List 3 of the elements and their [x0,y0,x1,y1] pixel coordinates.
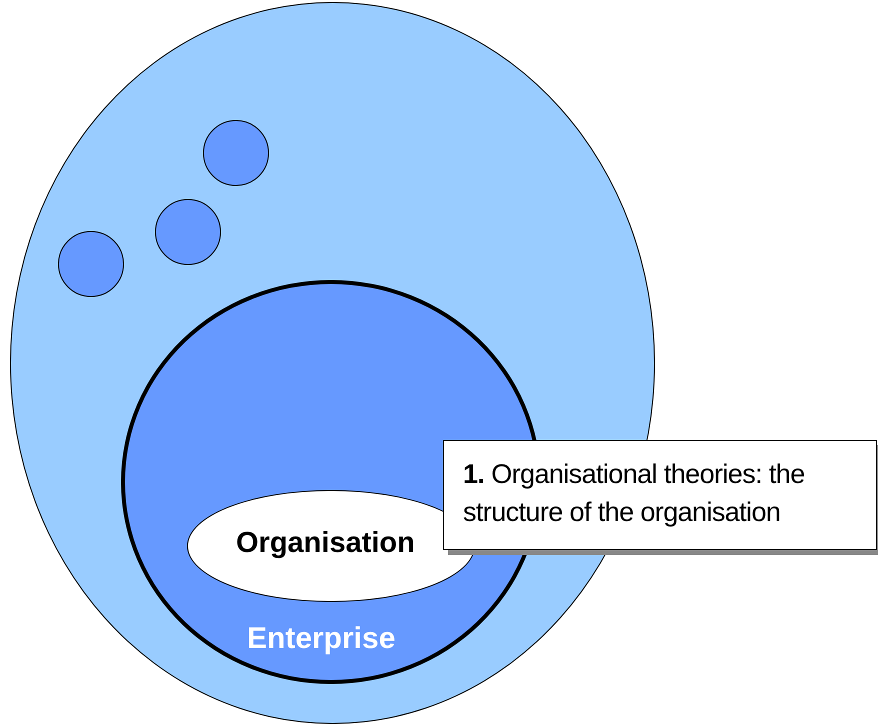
organisation-label: Organisation [236,527,415,560]
enterprise-label: Enterprise [247,622,396,656]
callout-text: 1. Organisational theories: the structure of the organisation [463,458,806,529]
